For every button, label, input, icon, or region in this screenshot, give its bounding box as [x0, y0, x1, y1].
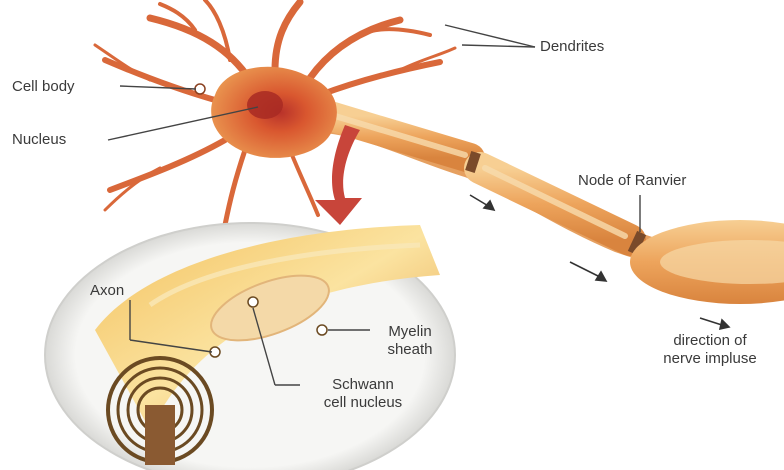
label-direction-line1: direction of — [640, 332, 780, 350]
label-cell-body: Cell body — [12, 78, 75, 96]
nucleus-shape — [247, 91, 283, 119]
cell-body-marker — [195, 84, 205, 94]
label-schwann-line2: cell nucleus — [298, 394, 428, 412]
label-dendrites: Dendrites — [540, 38, 604, 56]
label-nucleus: Nucleus — [12, 131, 66, 149]
label-schwann-line1: Schwann — [298, 376, 428, 394]
label-node-of-ranvier: Node of Ranvier — [578, 172, 686, 190]
label-direction-line2: nerve impluse — [640, 350, 780, 368]
label-myelin-sheath-line1: Myelin — [375, 323, 445, 341]
label-schwann-cell-nucleus: Schwann cell nucleus — [298, 376, 428, 412]
label-myelin-sheath: Myelin sheath — [375, 323, 445, 359]
label-axon: Axon — [90, 282, 124, 300]
label-direction-of-nerve-impulse: direction of nerve impluse — [640, 332, 780, 368]
axon-core — [145, 405, 175, 465]
label-myelin-sheath-line2: sheath — [375, 341, 445, 359]
